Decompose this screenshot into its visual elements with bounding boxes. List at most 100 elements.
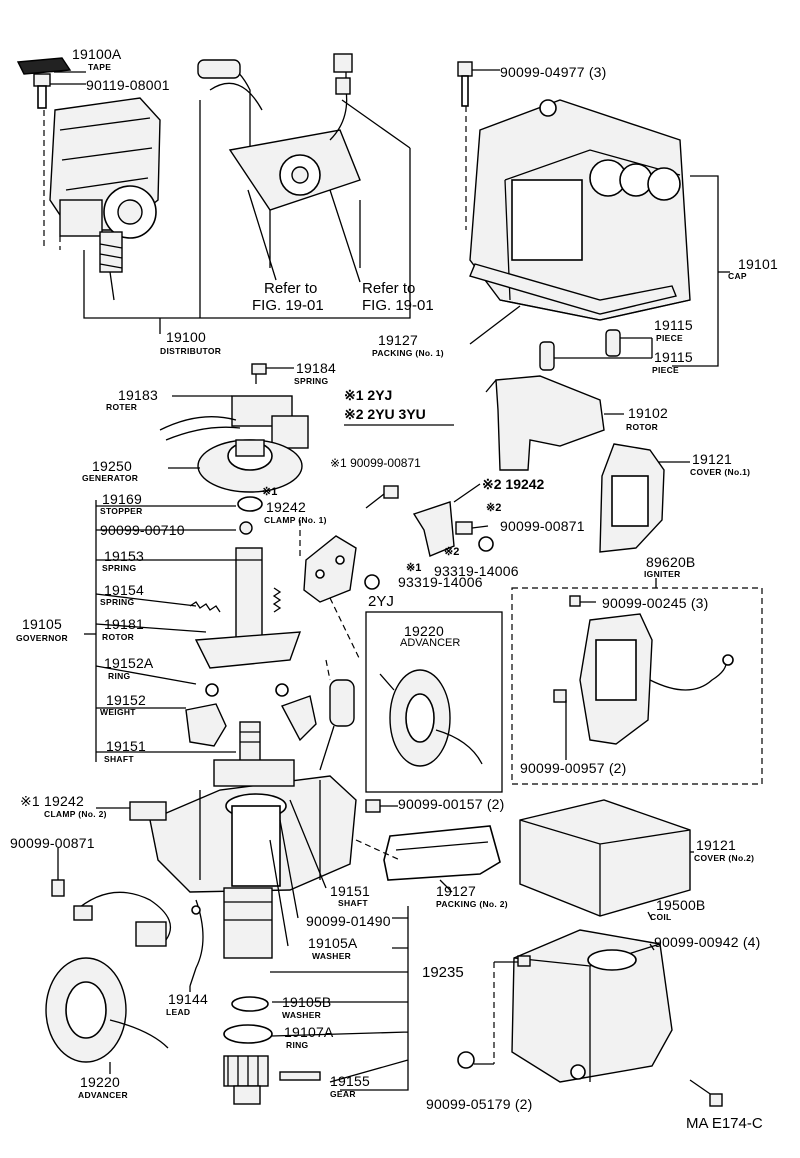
igniter-screw-leaders [565, 601, 596, 760]
governor-part-number: 19105 [22, 616, 62, 632]
distributor-assembly [49, 97, 161, 301]
nut-05179-part [457, 955, 531, 1069]
figure-reference: MA E174-C [686, 1115, 763, 1132]
clamp-no2-part [129, 801, 167, 821]
piece-leaders [554, 337, 653, 359]
piece1-part-number: 19115 [654, 317, 693, 333]
star2a-marker: ※2 [486, 502, 502, 514]
gear-part [223, 1055, 321, 1105]
clamp242b-part-number: ※2 19242 [482, 476, 545, 492]
cover-no1-part [599, 443, 665, 553]
weight-part [185, 695, 317, 747]
cap-part-name: CAP [728, 271, 747, 281]
spring154-part-name: SPRING [100, 597, 135, 607]
note-2yu-3yu: ※2 2YU 3YU [344, 406, 426, 422]
bolt-part-number: 90119-08001 [86, 77, 170, 93]
nut179-part-number: 90099-05179 (2) [426, 1096, 533, 1112]
screw-00871-part [365, 485, 399, 509]
governor-shaft-part [235, 547, 263, 649]
box-2yj-label: 2YJ [368, 593, 394, 610]
rotor-19181-part [194, 631, 302, 669]
lead-part [189, 899, 204, 987]
nut006b-part-number: 93319-14006 [398, 574, 483, 590]
governor-leaders [95, 505, 236, 753]
cable-plug-part [319, 679, 355, 771]
nut-s-symbol-2 [364, 574, 380, 590]
tape-part [16, 57, 72, 75]
cap-bracket [672, 175, 719, 367]
clamp1-part-number: 19242 [266, 499, 306, 515]
star1b-marker: ※1 [406, 562, 422, 574]
note-2yj: ※1 2YJ [344, 387, 393, 403]
screw871a-part-number: ※1 90099-00871 [330, 456, 421, 470]
cap-part-number: 19101 [738, 256, 778, 272]
distributor-part-number: 19100 [166, 329, 206, 345]
ring152-part-number: 19152A [104, 655, 154, 671]
rotor-19102-part [485, 375, 605, 471]
clamp1-part-name: CLAMP (No. 1) [264, 515, 327, 525]
refer-text-1a: Refer to [264, 280, 318, 297]
igniter-part-name: IGNITER [644, 569, 681, 579]
screw957-part-number: 90099-00957 (2) [520, 760, 627, 776]
advancer-box-part-name: ADVANCER [400, 637, 461, 649]
roter-part-number: 19183 [118, 387, 158, 403]
wiring-part [51, 879, 171, 947]
igniter-part-number: 89620B [646, 554, 696, 570]
roter-part-name: ROTER [106, 402, 138, 412]
coil-part-name: COIL [650, 912, 672, 922]
stopper-part-number: 19169 [102, 491, 142, 507]
housing-part-number: 19235 [422, 964, 464, 981]
refer-text-2b: FIG. 19-01 [362, 297, 434, 314]
spring-19184-part [251, 363, 267, 384]
igniter-part [553, 595, 734, 745]
tape-leader-dashed [43, 110, 61, 250]
advancer-box-part [379, 669, 483, 767]
stopper-part [237, 496, 263, 512]
cord-frame [199, 99, 411, 318]
shaft151a-part-name: SHAFT [104, 754, 134, 764]
bolt-part [33, 73, 51, 109]
piece1-part-name: PIECE [656, 333, 684, 343]
clamp-no1-part [303, 535, 357, 603]
rotor-part-number: 19102 [628, 405, 668, 421]
gear-part-number: 19155 [330, 1073, 370, 1089]
gear-part-name: GEAR [330, 1089, 356, 1099]
screw-00157-part [365, 799, 381, 813]
washer-19105b-part [231, 996, 269, 1012]
ring152-part-name: RING [108, 671, 131, 681]
packing2-part-number: 19127 [436, 883, 476, 899]
spring153-part-name: SPRING [102, 563, 137, 573]
rotor181-part-name: ROTOR [102, 632, 135, 642]
spring153-part-number: 19153 [104, 548, 144, 564]
screw871c-part-number: 90099-00871 [10, 835, 95, 851]
shaft151b-part-name: SHAFT [338, 898, 368, 908]
washer105b-part-name: WASHER [282, 1010, 322, 1020]
clamp-dashed [299, 520, 361, 661]
cover-no2-part [519, 799, 691, 917]
rotor181-part-number: 19181 [104, 616, 144, 632]
nut006a-part-number: 93319-14006 [434, 563, 519, 579]
star2b-marker: ※2 [444, 546, 460, 558]
refer-text-2a: Refer to [362, 280, 416, 297]
spring-19154-part [189, 601, 221, 613]
stopper-part-name: STOPPER [100, 506, 143, 516]
center-leaders [269, 799, 327, 947]
ring-19107a-part [223, 1024, 273, 1044]
generator-part [197, 439, 303, 493]
cap-screw-part-number: 90099-04977 (3) [500, 64, 607, 80]
igniter-box [511, 587, 763, 785]
packing-dashed [355, 839, 401, 861]
spring-19153-part [272, 587, 282, 613]
tape-part-name: TAPE [88, 62, 112, 72]
star1-marker: ※1 [262, 486, 278, 498]
screw-00710-part [239, 521, 253, 535]
rotor-part-name: ROTOR [626, 422, 659, 432]
advancer-2-part [45, 957, 169, 1063]
spring184-part-name: SPRING [294, 376, 329, 386]
screw871b-part-number: 90099-00871 [500, 518, 585, 534]
screw245-part-number: 90099-00245 (3) [602, 595, 709, 611]
ring107-part-name: RING [286, 1040, 309, 1050]
screw710-part-number: 90099-00710 [100, 522, 185, 538]
ring107-part-number: 19107A [284, 1024, 334, 1040]
piece-parts [539, 329, 621, 371]
